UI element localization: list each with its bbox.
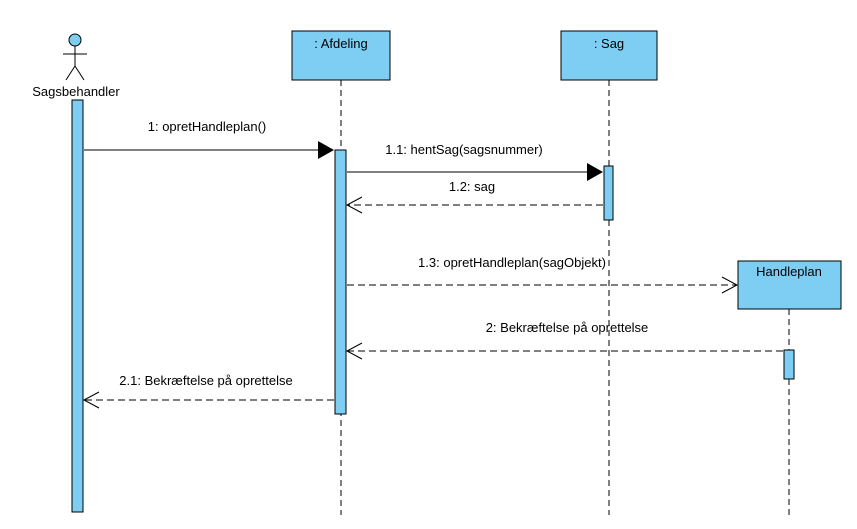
message-label: 1.1: hentSag(sagsnummer) xyxy=(385,142,543,157)
open-arrowhead-icon xyxy=(721,276,739,294)
lifeline-head-afdeling[interactable]: : Afdeling xyxy=(291,30,391,81)
message-2[interactable]: 2: Bekræftelse på oprettelse xyxy=(345,320,783,360)
message-label: 1.2: sag xyxy=(449,179,495,194)
message-label: 1: opretHandleplan() xyxy=(148,119,267,134)
activation-afdeling xyxy=(334,149,347,415)
message-label: 1.3: opretHandleplan(sagObjekt) xyxy=(418,255,606,270)
actor-label: Sagsbehandler xyxy=(32,84,120,99)
activation-sag xyxy=(603,165,614,221)
lifeline-label-afdeling: : Afdeling xyxy=(314,36,368,51)
lifeline-label-handleplan: Handleplan xyxy=(756,264,822,279)
activation-sagsbehandler xyxy=(71,99,84,513)
lifeline-head-sag[interactable]: : Sag xyxy=(560,30,658,81)
message-1-2[interactable]: 1.2: sag xyxy=(345,179,603,214)
message-2-1[interactable]: 2.1: Bekræftelse på oprettelse xyxy=(82,373,334,409)
message-1-1[interactable]: 1.1: hentSag(sagsnummer) xyxy=(347,142,603,181)
message-label: 2.1: Bekræftelse på oprettelse xyxy=(119,373,292,388)
message-1[interactable]: 1: opretHandleplan() xyxy=(84,119,334,159)
open-arrowhead-icon xyxy=(82,391,100,409)
message-1-3[interactable]: 1.3: opretHandleplan(sagObjekt) xyxy=(347,255,739,294)
open-arrowhead-icon xyxy=(345,196,363,214)
message-label: 2: Bekræftelse på oprettelse xyxy=(486,320,649,335)
actor-stick-figure-icon xyxy=(63,33,87,81)
filled-arrowhead-icon xyxy=(318,141,334,159)
open-arrowhead-icon xyxy=(345,342,363,360)
actor-sagsbehandler[interactable]: Sagsbehandler xyxy=(32,33,120,99)
lifeline-head-handleplan[interactable]: Handleplan xyxy=(737,260,842,310)
filled-arrowhead-icon xyxy=(587,163,603,181)
activation-handleplan xyxy=(783,349,795,380)
lifeline-label-sag: : Sag xyxy=(594,36,624,51)
